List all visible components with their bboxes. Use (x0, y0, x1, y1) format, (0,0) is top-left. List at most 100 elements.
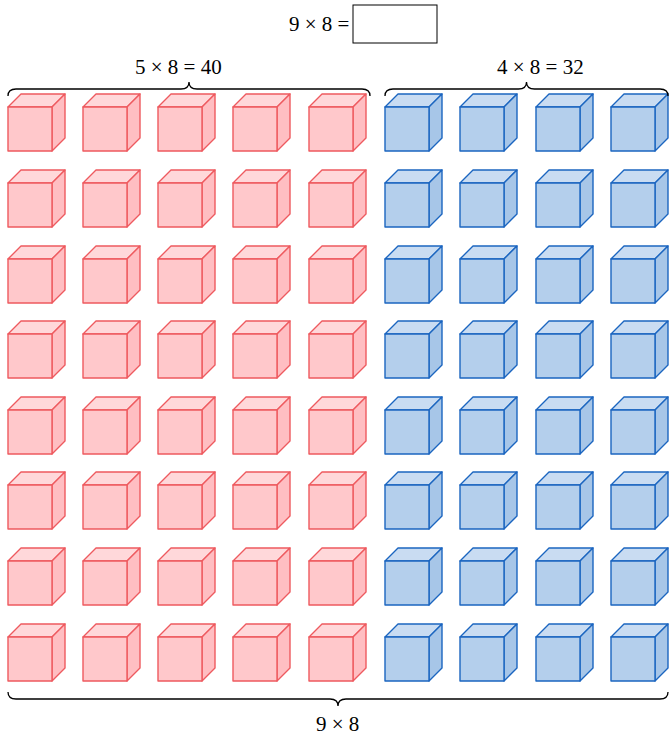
unit-cube (611, 246, 668, 303)
cube-side (580, 246, 593, 303)
unit-cube (536, 321, 593, 378)
cube-side (655, 397, 668, 454)
cube-front (611, 183, 655, 227)
cube-front (8, 561, 52, 605)
cube-side (277, 94, 290, 151)
cube-side (52, 472, 65, 529)
unit-cube (83, 170, 140, 227)
unit-cube (233, 397, 290, 454)
unit-cube (309, 321, 366, 378)
unit-cube (460, 246, 517, 303)
unit-cube (536, 397, 593, 454)
cube-side (127, 472, 140, 529)
equation-title: 9 × 8 = (289, 14, 349, 35)
cube-front (83, 259, 127, 303)
brace-label: 9 × 8 (316, 714, 359, 735)
unit-cube (611, 94, 668, 151)
cube-side (580, 170, 593, 227)
cube-front (8, 259, 52, 303)
unit-cube (158, 170, 215, 227)
cube-front (309, 410, 353, 454)
cube-front (233, 561, 277, 605)
cube-side (655, 321, 668, 378)
cube-side (202, 170, 215, 227)
cube-side (127, 624, 140, 681)
cube-side (580, 548, 593, 605)
unit-cube (460, 548, 517, 605)
curly-brace (8, 82, 370, 96)
unit-cube (233, 472, 290, 529)
unit-cube (309, 246, 366, 303)
cube-side (202, 94, 215, 151)
cube-side (655, 94, 668, 151)
unit-cube (536, 246, 593, 303)
cube-grid (8, 94, 668, 681)
cube-side (52, 94, 65, 151)
unit-cube (309, 472, 366, 529)
cube-front (8, 183, 52, 227)
cube-front (460, 334, 504, 378)
cube-front (8, 410, 52, 454)
cube-front (158, 637, 202, 681)
cube-front (309, 485, 353, 529)
unit-cube (309, 94, 366, 151)
unit-cube (233, 94, 290, 151)
cube-side (127, 94, 140, 151)
cube-side (580, 397, 593, 454)
cube-side (353, 472, 366, 529)
cube-side (52, 397, 65, 454)
cube-front (611, 334, 655, 378)
unit-cube (611, 624, 668, 681)
cube-side (580, 94, 593, 151)
unit-cube (309, 170, 366, 227)
unit-cube (611, 170, 668, 227)
unit-cube (83, 321, 140, 378)
cube-side (429, 472, 442, 529)
unit-cube (536, 624, 593, 681)
cube-front (8, 107, 52, 151)
unit-cube (233, 548, 290, 605)
cube-side (127, 246, 140, 303)
cube-front (611, 561, 655, 605)
cube-side (277, 321, 290, 378)
cube-side (202, 397, 215, 454)
cube-side (277, 397, 290, 454)
cube-front (233, 410, 277, 454)
unit-cube (158, 397, 215, 454)
unit-cube (233, 624, 290, 681)
cube-front (233, 107, 277, 151)
unit-cube (460, 170, 517, 227)
answer-box (353, 5, 437, 43)
cube-front (309, 637, 353, 681)
unit-cube (158, 624, 215, 681)
cube-side (353, 94, 366, 151)
cube-front (385, 637, 429, 681)
cube-front (83, 485, 127, 529)
unit-cube (83, 548, 140, 605)
unit-cube (83, 246, 140, 303)
cube-side (504, 397, 517, 454)
cube-front (83, 410, 127, 454)
cube-front (460, 107, 504, 151)
cube-side (580, 624, 593, 681)
cube-front (83, 183, 127, 227)
cube-side (127, 170, 140, 227)
brace-label: 4 × 8 = 32 (497, 57, 584, 78)
unit-cube (536, 548, 593, 605)
cube-side (202, 624, 215, 681)
unit-cube (460, 321, 517, 378)
cube-front (233, 259, 277, 303)
cube-front (460, 485, 504, 529)
unit-cube (83, 472, 140, 529)
cube-front (536, 107, 580, 151)
cube-side (429, 397, 442, 454)
unit-cube (158, 472, 215, 529)
cube-side (202, 246, 215, 303)
unit-cube (8, 548, 65, 605)
cube-side (429, 246, 442, 303)
unit-cube (158, 321, 215, 378)
cube-front (385, 561, 429, 605)
unit-cube (8, 397, 65, 454)
cube-side (655, 170, 668, 227)
cube-front (385, 485, 429, 529)
